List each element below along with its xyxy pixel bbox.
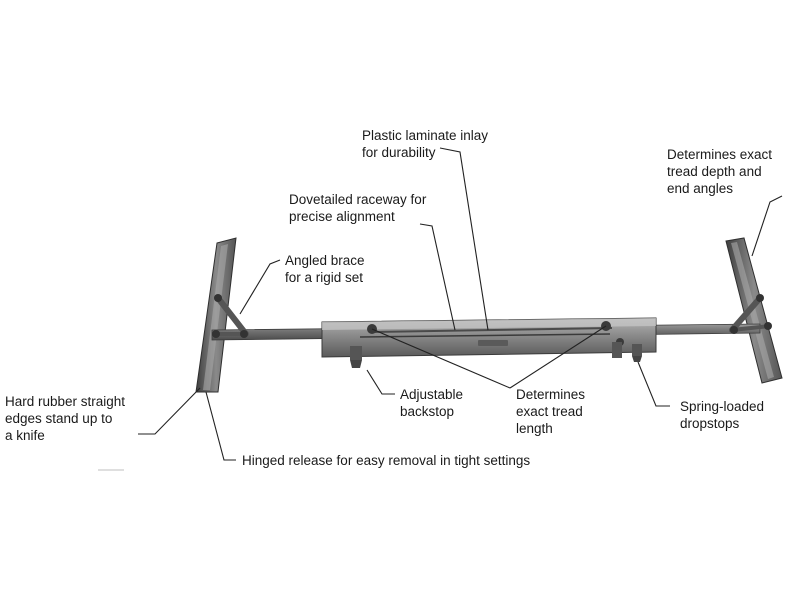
callout-hard-rubber-edges: Hard rubber straight edges stand up to a…: [5, 393, 125, 444]
right-end-foot: [725, 237, 783, 384]
callout-line: a knife: [5, 428, 45, 443]
callout-dovetailed-raceway: Dovetailed raceway for precise alignment: [289, 191, 426, 225]
callout-line: backstop: [400, 404, 455, 419]
callout-line: dropstops: [680, 416, 740, 431]
right-angled-brace: [729, 294, 772, 334]
callout-line: precise alignment: [289, 209, 395, 224]
callout-line: length: [516, 421, 553, 436]
adjustable-backstop: [350, 346, 362, 368]
callout-line: Plastic laminate inlay: [362, 128, 489, 143]
callout-line: edges stand up to: [5, 411, 113, 426]
callout-line: Hard rubber straight: [5, 394, 126, 409]
spring-loaded-dropstops: [612, 342, 642, 362]
callout-hinged-release: Hinged release for easy removal in tight…: [242, 452, 530, 469]
callout-line: for a rigid set: [285, 270, 364, 285]
callout-line: Dovetailed raceway for: [289, 192, 427, 207]
callout-line: end angles: [667, 181, 734, 196]
callout-line: Determines exact: [667, 147, 773, 162]
callout-line: Determines: [516, 387, 586, 402]
callout-line: Hinged release for easy removal in tight…: [242, 453, 531, 468]
left-end-foot: [195, 237, 237, 393]
left-angled-brace: [212, 294, 249, 338]
callout-line: Spring-loaded: [680, 399, 765, 414]
callout-tread-length: Determines exact tread length: [516, 386, 585, 437]
callout-line: tread depth and: [667, 164, 762, 179]
callout-line: Angled brace: [285, 253, 365, 268]
callout-angled-brace: Angled brace for a rigid set: [285, 252, 365, 286]
callout-plastic-laminate-inlay: Plastic laminate inlay for durability: [362, 127, 488, 161]
callout-tread-depth-and-angles: Determines exact tread depth and end ang…: [667, 146, 772, 197]
callout-spring-loaded-dropstops: Spring-loaded dropstops: [680, 398, 764, 432]
callout-line: for durability: [362, 145, 436, 160]
leader-lines: [138, 147, 783, 461]
callout-line: Adjustable: [400, 387, 464, 402]
callout-adjustable-backstop: Adjustable backstop: [400, 386, 463, 420]
callout-line: exact tread: [516, 404, 583, 419]
